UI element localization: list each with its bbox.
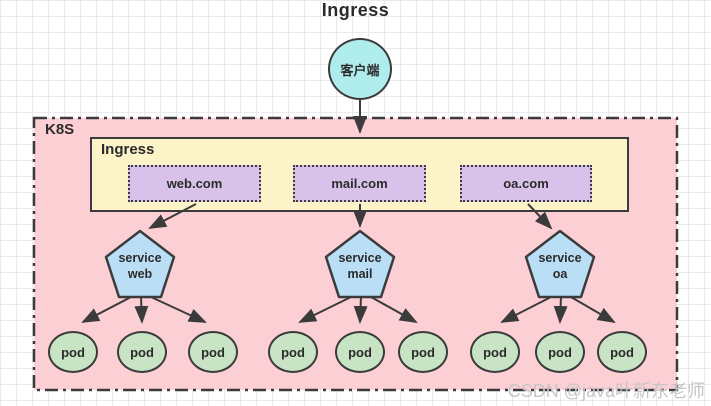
pod-node: pod — [188, 331, 238, 373]
pod-label: pod — [201, 344, 225, 360]
host-box-oa: oa.com — [460, 165, 592, 202]
pod-node: pod — [117, 331, 167, 373]
host-box-mail: mail.com — [293, 165, 426, 202]
service-web-line1: service — [118, 251, 162, 265]
pod-label: pod — [411, 344, 435, 360]
pod-label: pod — [348, 344, 372, 360]
pod-label: pod — [610, 344, 634, 360]
pod-label: pod — [281, 344, 305, 360]
pod-node: pod — [335, 331, 385, 373]
pod-node: pod — [470, 331, 520, 373]
host-box-web: web.com — [128, 165, 261, 202]
service-web-line2: web — [127, 267, 153, 282]
pod-label: pod — [61, 344, 85, 360]
service-web-label: service web — [105, 250, 175, 283]
host-mail-label: mail.com — [331, 176, 388, 191]
service-oa-line1: service — [538, 251, 582, 265]
host-web-label: web.com — [166, 176, 223, 191]
service-mail-line1: service — [338, 251, 382, 265]
pod-node: pod — [535, 331, 585, 373]
k8s-label: K8S — [45, 121, 75, 138]
service-mail-line2: mail — [347, 267, 373, 282]
host-oa-label: oa.com — [503, 176, 549, 191]
client-node: 客户端 — [328, 38, 392, 100]
pod-label: pod — [548, 344, 572, 360]
pod-node: pod — [48, 331, 98, 373]
watermark: CSDN @java叶新东老师 — [507, 381, 705, 401]
service-mail-label: service mail — [325, 250, 395, 283]
service-oa-label: service oa — [525, 250, 595, 283]
pod-node: pod — [597, 331, 647, 373]
service-oa-line2: oa — [552, 267, 568, 282]
pod-node: pod — [268, 331, 318, 373]
pod-node: pod — [398, 331, 448, 373]
pod-label: pod — [483, 344, 507, 360]
pod-label: pod — [130, 344, 154, 360]
page-title: Ingress — [321, 0, 390, 20]
client-label: 客户端 — [340, 62, 380, 78]
ingress-panel-label: Ingress — [101, 141, 155, 158]
